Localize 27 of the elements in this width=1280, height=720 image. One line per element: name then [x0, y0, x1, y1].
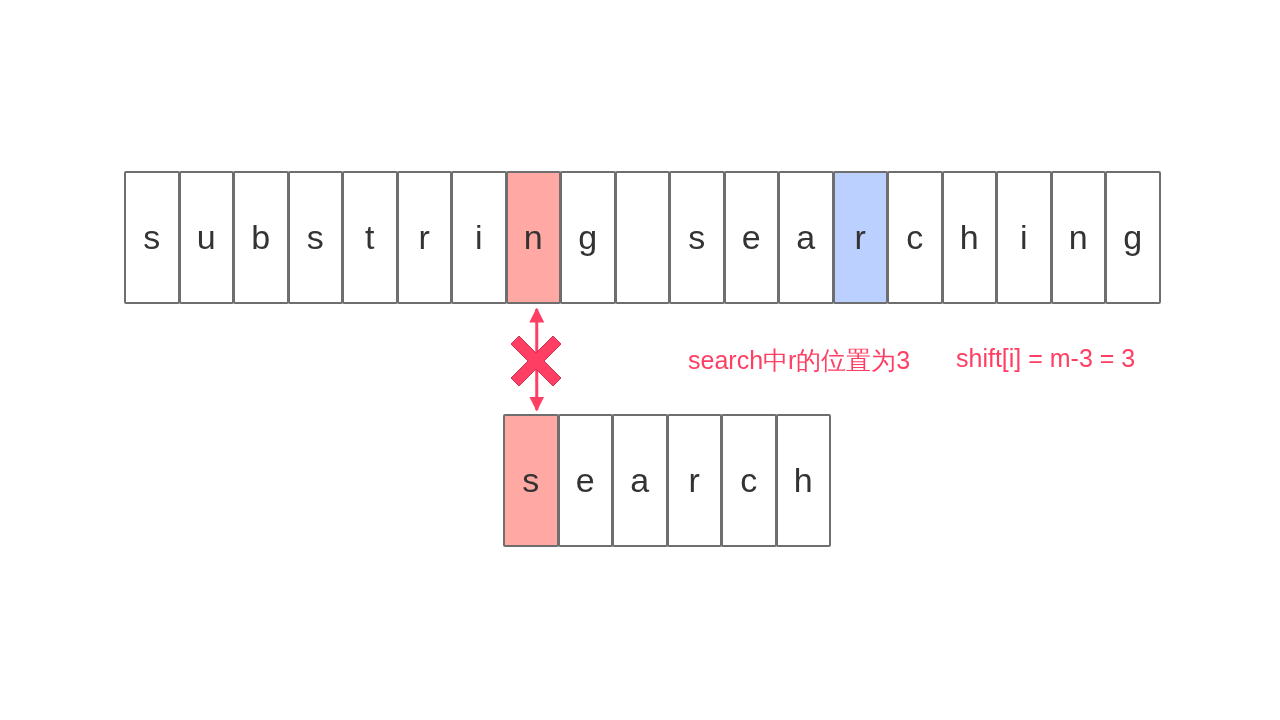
array-cell: t [342, 171, 398, 304]
array-cell: u [178, 171, 234, 304]
array-cell: s [669, 171, 725, 304]
array-cell: c [721, 414, 777, 547]
array-cell [614, 171, 670, 304]
array-cell: h [941, 171, 997, 304]
annotation-text: search中r的位置为3 [688, 345, 911, 376]
array-cell: r [396, 171, 452, 304]
array-cell: i [451, 171, 507, 304]
array-cell: b [233, 171, 289, 304]
array-cell: s [287, 171, 343, 304]
array-cell: i [996, 171, 1052, 304]
array-cell: n [505, 171, 561, 304]
array-cell: c [887, 171, 943, 304]
annotation-text: shift[i] = m-3 = 3 [956, 344, 1136, 373]
array-cell: s [503, 414, 559, 547]
array-cell: g [1105, 171, 1161, 304]
array-cell: a [778, 171, 834, 304]
array-cell: r [666, 414, 722, 547]
array-cell: e [723, 171, 779, 304]
array-cell: s [124, 171, 180, 304]
array-cell: e [557, 414, 613, 547]
array-cell: a [612, 414, 668, 547]
array-cell: n [1050, 171, 1106, 304]
array-cell: r [832, 171, 888, 304]
array-cell: g [560, 171, 616, 304]
array-cell: h [775, 414, 831, 547]
